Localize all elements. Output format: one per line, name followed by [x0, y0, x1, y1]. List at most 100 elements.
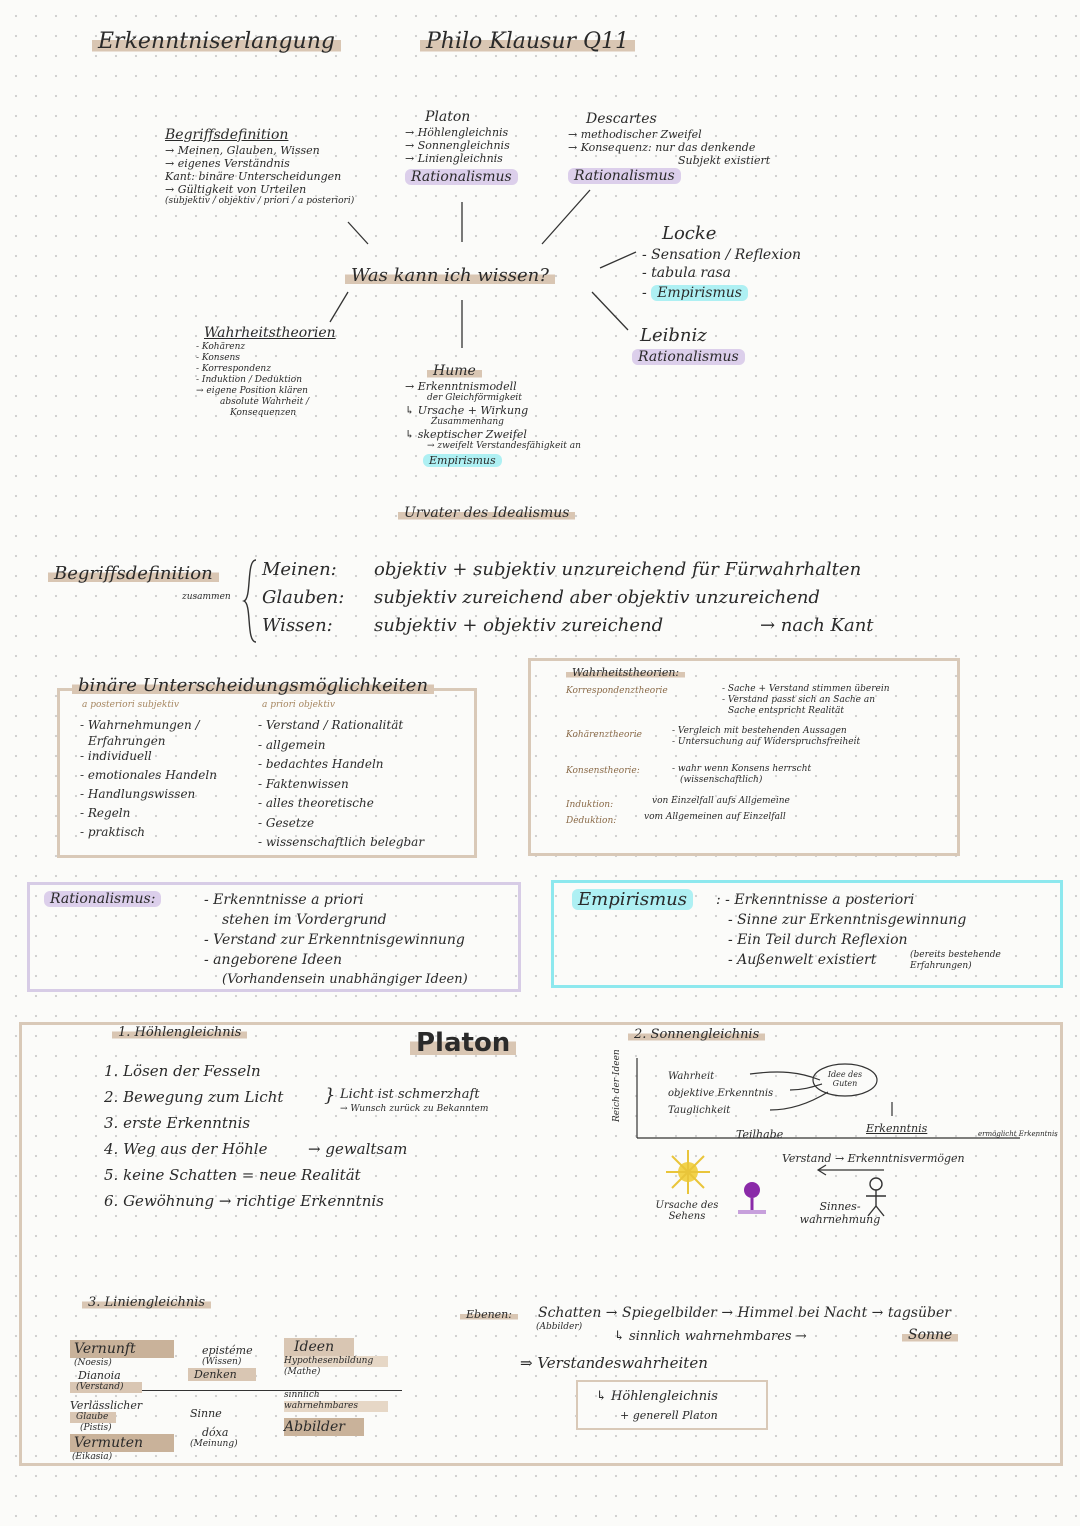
node-line: Kant: binäre Unterscheidungen — [165, 170, 342, 183]
sonne-title: 2. Sonnengleichnis — [628, 1027, 766, 1042]
node-line: - tabula rasa — [642, 265, 731, 281]
list-item: (Verstand) — [70, 1382, 142, 1393]
list-item: - wahr wenn Konsens herrscht — [672, 764, 812, 774]
list-item: (Noesis) — [74, 1358, 112, 1368]
definitions-title: Begriffsdefinition — [48, 562, 219, 586]
list-item: - Vergleich mit bestehenden Aussagen — [672, 726, 847, 736]
list-item: 1. Lösen der Fesseln — [104, 1062, 261, 1080]
list-item: (Vorhandensein unabhängiger Ideen) — [222, 972, 468, 987]
list-item: - Sache + Verstand stimmen überein — [722, 684, 890, 694]
linie-col-2: epistéme (Wissen) Denken Sinne dóxa (Mei… — [188, 1344, 256, 1450]
page-title: Philo Klausur Q11 — [420, 28, 636, 56]
ebenen-line1: Schatten → Spiegelbilder → Himmel bei Na… — [538, 1305, 951, 1321]
list-item: 4. Weg aus der Höhle — [104, 1140, 268, 1158]
node-hume: Hume → Erkenntnismodell der Gleichförmig… — [405, 362, 581, 467]
ebenen-line3: ⇒ Verstandeswahrheiten — [520, 1354, 708, 1372]
definitions-note: zusammen — [182, 592, 231, 602]
node-line: → Gültigkeit von Urteilen — [165, 183, 307, 196]
list-item: - Regeln — [80, 806, 131, 820]
node-line: → Erkenntnismodell — [405, 380, 517, 393]
sonne-axis-label: Reich der Ideen — [612, 1049, 622, 1122]
sonne-teilhabe: Teilhabe — [736, 1128, 784, 1141]
node-line: → Meinen, Glauben, Wissen — [165, 144, 320, 157]
list-item: (wissenschaftlich) — [680, 775, 763, 785]
node-line: - Induktion / Deduktion — [196, 375, 302, 385]
node-title: Descartes — [586, 111, 657, 127]
node-line: - Kohärenz — [196, 342, 246, 352]
sonne-verstand: Verstand → Erkenntnisvermögen — [782, 1152, 965, 1165]
list-item: (Eikasia) — [72, 1452, 113, 1462]
list-item: 2. Bewegung zum Licht — [104, 1088, 284, 1106]
curly-brace — [242, 559, 257, 643]
list-item: 5. keine Schatten = neue Realität — [104, 1166, 361, 1184]
node-line: → eigenes Verständnis — [165, 157, 290, 170]
definition-text: subjektiv zureichend aber objektiv unzur… — [374, 587, 820, 608]
hoehle-note: → Wunsch zurück zu Bekanntem — [340, 1104, 489, 1114]
tag-empirismus: Empirismus — [651, 285, 748, 301]
list-item: - wissenschaftlich belegbar — [258, 835, 425, 849]
sonne-erkenntnis: Erkenntnis — [866, 1122, 928, 1135]
node-descartes: Descartes → methodischer Zweifel → Konse… — [568, 110, 770, 185]
wahrheit-line: vom Allgemeinen auf Einzelfall — [644, 812, 786, 822]
platon-title: Platon — [410, 1028, 517, 1058]
node-title: Locke — [662, 223, 717, 244]
list-item: (Wissen) — [202, 1357, 242, 1367]
ebenen-line2: ↳ sinnlich wahrnehmbares → — [614, 1329, 807, 1344]
list-item: Dianoia — [78, 1369, 121, 1382]
list-item: - Ein Teil durch Reflexion — [728, 932, 908, 948]
node-line: → eigene Position klären — [196, 386, 308, 396]
ebenen-box-line2: + generell Platon — [620, 1409, 718, 1422]
list-item: - emotionales Handeln — [80, 768, 217, 782]
definitions-source: → nach Kant — [760, 615, 874, 636]
list-item: wahrnehmbares — [284, 1401, 388, 1412]
rationalismus-lines: - Erkenntnisse a priori stehen im Vorder… — [204, 890, 468, 990]
wahrheit-label-kohaerenz: Kohärenztheorie — [566, 730, 642, 740]
node-platon: Platon → Höhlengleichnis → Sonnengleichn… — [405, 108, 518, 186]
list-item: (Mathe) — [284, 1367, 321, 1377]
binaer-left-head: a posteriori subjektiv — [82, 700, 179, 710]
list-item: Glaube — [70, 1412, 116, 1423]
node-line: → Liniengleichnis — [405, 152, 503, 165]
list-item: - Gesetze — [258, 815, 315, 830]
wahrheit-lines: - wahr wenn Konsens herrscht (wissenscha… — [672, 764, 811, 786]
binaer-left-list: - Wahrnehmungen / Erfahrungen - individu… — [80, 716, 217, 842]
person-icon — [866, 1177, 886, 1217]
binaer-title: binäre Unterscheidungsmöglichkeiten — [72, 674, 435, 698]
list-item: Ideen — [284, 1338, 354, 1356]
list-item: - Untersuchung auf Widerspruchsfreiheit — [672, 737, 861, 747]
wahrheit-lines: - Vergleich mit bestehenden Aussagen - U… — [672, 726, 860, 748]
list-item: Vernunft — [70, 1340, 174, 1358]
node-line: ↳ skeptischer Zweifel — [405, 428, 527, 441]
empirismus-lines: : - Erkenntnisse a posteriori - Sinne zu… — [716, 890, 966, 970]
binaer-right-list: - Verstand / Rationalität - allgemein - … — [258, 716, 424, 853]
wahrheit-line: von Einzelfall aufs Allgemeine — [652, 796, 790, 806]
definition-term: Wissen: — [262, 615, 333, 636]
list-item: dóxa — [202, 1426, 229, 1439]
list-item: - Sinne zur Erkenntnisgewinnung — [728, 912, 967, 928]
node-line: - Sensation / Reflexion — [642, 247, 802, 263]
node-title: Leibniz — [640, 325, 707, 346]
linie-title: 3. Liniengleichnis — [82, 1295, 212, 1310]
definition-row: Glauben: subjektiv zureichend aber objek… — [262, 586, 861, 614]
node-title: Begriffsdefinition — [165, 127, 289, 143]
list-item: - allgemein — [258, 737, 326, 752]
node-line: Konsequenzen — [230, 408, 297, 418]
sun-icon — [666, 1150, 710, 1194]
list-item: - angeborene Ideen — [204, 952, 342, 968]
definition-term: Meinen: — [262, 559, 337, 580]
tag-rationalismus: Rationalismus — [632, 349, 745, 365]
wahrheit-lines: - Sache + Verstand stimmen überein - Ver… — [722, 684, 890, 717]
topic-heading: Erkenntniserlangung — [92, 28, 341, 56]
linie-col-1: Vernunft (Noesis) Dianoia (Verstand) Ver… — [70, 1340, 174, 1463]
node-line: der Gleichförmigkeit — [427, 393, 522, 403]
wahrheit-box — [528, 658, 960, 856]
wahrheit-box-title: Wahrheitstheorien: — [566, 666, 686, 679]
node-line: → Sonnengleichnis — [405, 139, 510, 152]
hume-footer: Urvater des Idealismus — [398, 504, 576, 522]
wahrheit-label-deduktion: Deduktion: — [566, 816, 617, 826]
rationalismus-title: Rationalismus: — [44, 890, 162, 908]
list-item: Sinne — [190, 1407, 222, 1420]
curly-brace: } — [324, 1085, 336, 1106]
empirismus-note: (bereits bestehende Erfahrungen) — [910, 950, 1001, 971]
list-item: - Verstand zur Erkenntnisgewinnung — [204, 932, 465, 948]
